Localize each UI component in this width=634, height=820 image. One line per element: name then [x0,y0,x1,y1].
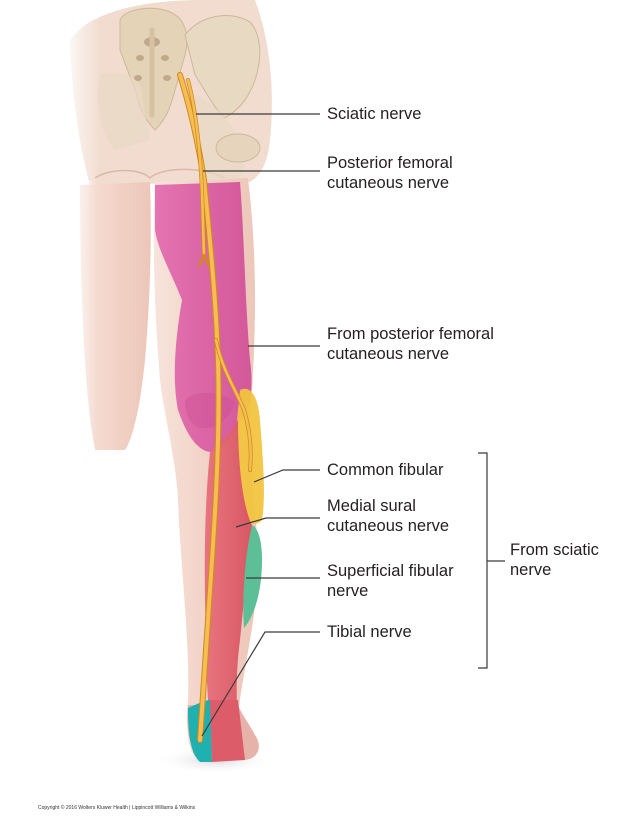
region-superficial-fibular [243,525,262,628]
label-text: Sciatic nerve [327,105,422,123]
leader-common-fibular [253,469,320,483]
label-tibial-nerve: Tibial nerve [327,622,412,642]
region-posterior-femoral [155,182,252,452]
label-line-1: From sciatic [510,541,599,559]
label-line-1: From posterior femoral [327,325,494,343]
label-line-1: Posterior femoral [327,154,453,172]
label-line-1: Medial sural [327,497,416,515]
label-text: Tibial nerve [327,623,412,641]
leader-lines [196,113,505,737]
left-leg [60,180,151,460]
leader-medial-sural [235,517,320,528]
leader-tibial [201,631,320,737]
posterior-femoral-cutaneous-nerve [186,78,211,268]
label-line-2: nerve [327,582,369,600]
label-posterior-femoral-cutaneous-nerve: Posterior femoral cutaneous nerve [327,153,453,193]
pelvis-bones [98,7,261,180]
label-from-sciatic-nerve: From sciatic nerve [510,540,599,580]
label-superficial-fibular-nerve: Superficial fibular nerve [327,561,454,601]
label-medial-sural-cutaneous-nerve: Medial sural cutaneous nerve [327,496,449,536]
label-line-2: cutaneous nerve [327,174,450,192]
label-line-2: cutaneous nerve [327,345,450,363]
sciatic-bracket [478,452,488,669]
label-common-fibular: Common fibular [327,460,443,480]
copyright-notice: Copyright © 2016 Wolters Kluwer Health |… [38,805,196,811]
label-line-2: cutaneous nerve [327,517,450,535]
label-from-posterior-femoral: From posterior femoral cutaneous nerve [327,324,494,364]
label-line-2: nerve [510,561,552,579]
label-line-1: Superficial fibular [327,562,454,580]
label-sciatic-nerve: Sciatic nerve [327,104,421,124]
label-text: Common fibular [327,461,444,479]
